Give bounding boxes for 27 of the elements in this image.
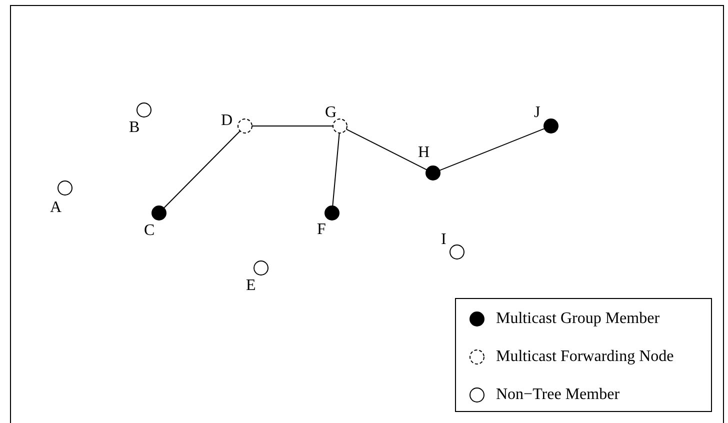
node-label: B	[129, 120, 140, 136]
node-label: C	[144, 223, 155, 239]
legend-label: Non−Tree Member	[496, 386, 620, 404]
node-label: D	[221, 113, 233, 129]
member-node	[151, 205, 167, 221]
node-label: A	[50, 200, 62, 216]
member-node	[324, 205, 340, 221]
forwarding-node	[237, 118, 253, 134]
node-label: J	[534, 105, 540, 121]
legend-label: Multicast Forwarding Node	[496, 348, 674, 366]
node-label: F	[317, 222, 326, 238]
member-node	[425, 165, 441, 181]
non-tree-node	[136, 102, 152, 118]
node-label: G	[325, 105, 337, 121]
node-label: I	[441, 232, 446, 248]
legend-label: Multicast Group Member	[496, 310, 660, 328]
member-node	[543, 118, 559, 134]
non-tree-node	[449, 244, 465, 260]
link-line	[332, 132, 340, 207]
link-line	[163, 130, 241, 209]
non-tree-node	[57, 180, 73, 196]
non-tree-node	[253, 260, 269, 276]
node-label: E	[246, 278, 256, 294]
forwarding-node	[332, 118, 348, 134]
link-line	[346, 128, 428, 170]
node-label: H	[418, 145, 430, 161]
link-line	[439, 128, 545, 171]
